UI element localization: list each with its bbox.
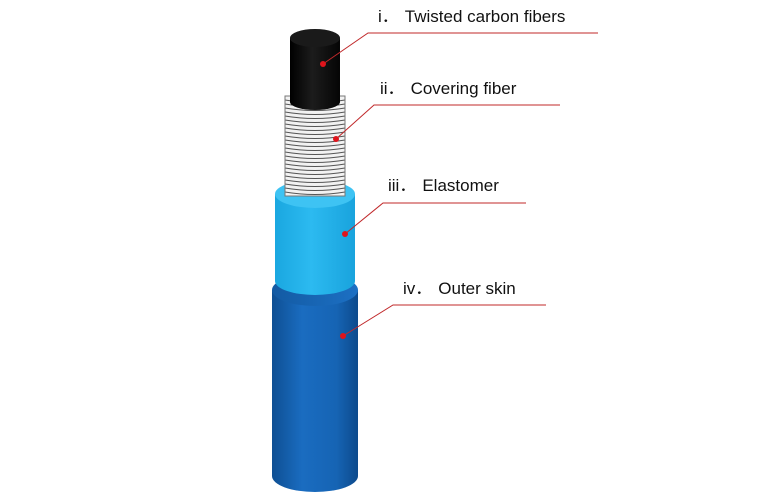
coil-winding: [284, 175, 346, 179]
coil-winding: [284, 107, 346, 111]
coil-winding: [284, 131, 346, 135]
leader-dot-carbon: [320, 61, 326, 67]
coil-winding: [284, 191, 346, 195]
label-outer-skin: iv．Outer skin: [403, 279, 516, 298]
coil-winding: [284, 155, 346, 159]
leader-dot-elastomer: [342, 231, 348, 237]
leader-lines: [320, 32, 598, 339]
coil-winding: [284, 179, 346, 183]
coil-winding: [284, 139, 346, 143]
coil-winding: [284, 167, 346, 171]
coil-winding: [284, 147, 346, 151]
leader-dot-covering-fiber: [333, 136, 339, 142]
coil-winding: [284, 123, 346, 127]
twisted-carbon-fibers-core: [290, 29, 340, 110]
coil-winding: [284, 127, 346, 131]
coil-winding: [284, 111, 346, 115]
leader-line-carbon: [322, 32, 598, 65]
leader-line-elastomer: [344, 202, 526, 235]
coil-winding: [284, 159, 346, 163]
coil-winding: [284, 151, 346, 155]
label-twisted-carbon-fibers: i．Twisted carbon fibers: [378, 7, 566, 26]
coil-winding: [284, 135, 346, 139]
leader-dot-outer-skin: [340, 333, 346, 339]
coil-winding: [284, 163, 346, 167]
coil-winding: [284, 119, 346, 123]
leader-line-covering-fiber: [335, 104, 560, 140]
leader-line-outer-skin: [342, 304, 546, 337]
covering-fiber-layer: [284, 95, 346, 197]
coil-winding: [284, 183, 346, 187]
outer-skin-layer: [272, 274, 358, 492]
coil-winding: [284, 143, 346, 147]
label-elastomer: iii．Elastomer: [388, 176, 499, 195]
coil-winding: [284, 115, 346, 119]
coil-winding: [284, 171, 346, 175]
coil-winding: [284, 187, 346, 191]
elastomer-layer: [275, 180, 355, 295]
label-covering-fiber: ii．Covering fiber: [380, 79, 517, 98]
